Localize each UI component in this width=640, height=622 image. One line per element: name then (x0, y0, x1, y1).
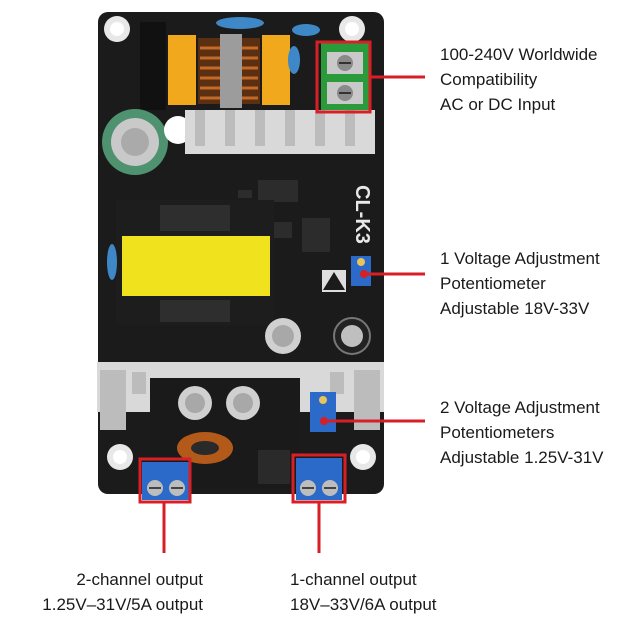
callout-input-text: 100-240V Worldwide Compatibility AC or D… (440, 42, 598, 117)
callout-pot-dual-text: 2 Voltage Adjustment Potentiometers Adju… (440, 395, 604, 470)
choke-core (220, 34, 242, 108)
mounting-holes (104, 16, 376, 470)
callout-output-dual-text: 2-channel output 1.25V–31V/5A output (0, 567, 203, 617)
callout-input-line-3: AC or DC Input (440, 95, 556, 114)
yellow-cap-1 (168, 35, 196, 105)
heatsink-upper (185, 110, 375, 154)
potentiometer-single (351, 256, 371, 286)
transformer (122, 236, 270, 296)
pcb-silkscreen: CL-K3 (351, 185, 373, 244)
callout-pot-single-text: 1 Voltage Adjustment Potentiometer Adjus… (440, 246, 600, 321)
callout-input-line-2: Compatibility (440, 70, 538, 89)
callout-pot-dual-line-2: Potentiometers (440, 423, 555, 442)
callout-input (315, 40, 425, 114)
callout-output-dual (138, 457, 192, 553)
output-terminal-dual (142, 462, 190, 500)
callout-output-single-line-1: 1-channel output (290, 570, 417, 589)
callout-output-single-line-2: 18V–33V/6A output (290, 595, 437, 614)
callout-pot-single-line-3: Adjustable 18V-33V (440, 299, 590, 318)
callout-pot-single-line-2: Potentiometer (440, 274, 546, 293)
callout-pot-single (360, 270, 425, 278)
callout-output-dual-line-1: 2-channel output (76, 570, 203, 589)
callout-output-single (291, 453, 347, 553)
callout-pot-dual (320, 417, 425, 425)
callout-input-line-1: 100-240V Worldwide (440, 45, 598, 64)
callout-output-single-text: 1-channel output 18V–33V/6A output (290, 567, 437, 617)
mosfet-top (140, 22, 166, 110)
callout-pot-single-line-1: 1 Voltage Adjustment (440, 249, 600, 268)
callout-pot-dual-line-3: Adjustable 1.25V-31V (440, 448, 604, 467)
blue-cap-top (216, 17, 264, 29)
callout-pot-dual-line-1: 2 Voltage Adjustment (440, 398, 600, 417)
yellow-cap-2 (262, 35, 290, 105)
callout-output-dual-line-2: 1.25V–31V/5A output (42, 595, 203, 614)
